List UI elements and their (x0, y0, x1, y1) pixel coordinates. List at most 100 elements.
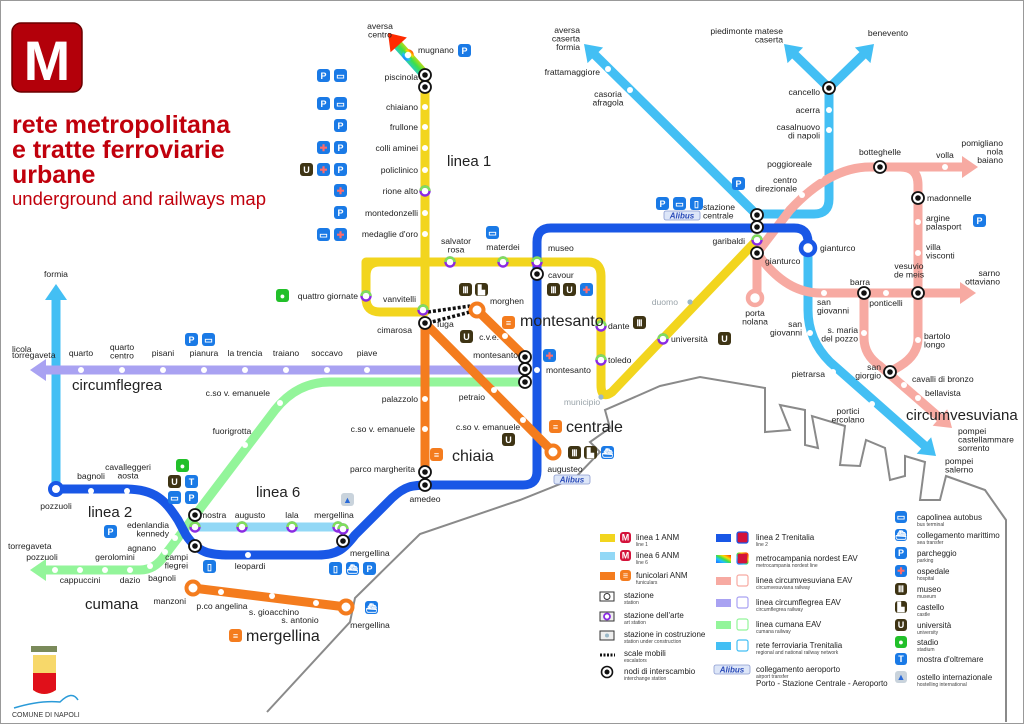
station-circumvesuviana-6[interactable] (915, 250, 921, 256)
station-mergellina-l6[interactable] (337, 523, 349, 535)
station-linea2-6[interactable] (418, 478, 432, 492)
station-linea2-7[interactable] (534, 367, 540, 373)
station-cumana-4[interactable] (147, 563, 153, 569)
station-cumana-0[interactable] (52, 567, 58, 573)
station-trenitalia-5[interactable] (750, 208, 764, 234)
station-funicolari-9[interactable] (422, 426, 428, 432)
station-cumana-3[interactable] (127, 567, 133, 573)
station-linea6-1[interactable] (236, 521, 248, 533)
station-circumflegrea-1[interactable] (119, 367, 125, 373)
station-linea2-5[interactable] (336, 534, 350, 548)
station-linea1-15[interactable] (595, 354, 607, 366)
trenitalia-arrow-formia (45, 284, 67, 300)
station-linea1-12[interactable] (531, 256, 543, 268)
station-circumvesuviana-7[interactable] (911, 286, 925, 300)
station-circumvesuviana-5[interactable] (915, 219, 921, 225)
station-cumana-2[interactable] (102, 567, 108, 573)
station-linea1-4[interactable] (422, 167, 428, 173)
station-linea1-2[interactable] (422, 124, 428, 130)
station-funicolari-12[interactable] (218, 589, 224, 595)
station-circumflegrea-7[interactable] (364, 367, 370, 373)
station-circumflegrea-4[interactable] (242, 367, 248, 373)
station-linea1-5[interactable] (419, 185, 431, 197)
station-funicolari-13[interactable] (269, 593, 275, 599)
station-funicolari-3[interactable] (418, 316, 432, 330)
station-circumvesuviana-11[interactable] (861, 330, 867, 336)
station-linea1-3[interactable] (422, 145, 428, 151)
station-trenitalia-2[interactable] (822, 81, 836, 95)
station-cumana-5[interactable] (162, 549, 168, 555)
station-funicolari-14[interactable] (313, 600, 319, 606)
station-cumana-6[interactable] (172, 535, 178, 541)
station-linea2-2[interactable] (124, 488, 130, 494)
station-montesanto-interchange[interactable] (518, 375, 532, 389)
svg-text:≡: ≡ (623, 570, 628, 580)
legend-swatch (716, 621, 731, 629)
station-circumflegrea-0[interactable] (78, 367, 84, 373)
station-trenitalia-6[interactable] (807, 330, 813, 336)
station-circumvesuviana-2[interactable] (873, 160, 887, 174)
station-funicolari-10[interactable] (418, 465, 432, 479)
station-linea1-18[interactable] (687, 299, 693, 305)
station-circumflegrea-5[interactable] (283, 367, 289, 373)
station-linea1-16[interactable] (598, 394, 604, 400)
station-linea2-1[interactable] (88, 488, 94, 494)
station-trenitalia-0[interactable] (605, 66, 611, 72)
station-trenitalia-4[interactable] (826, 127, 832, 133)
station-circumvesuviana-8[interactable] (857, 286, 871, 300)
station-circumvesuviana-15[interactable] (915, 395, 921, 401)
station-circumvesuviana-0[interactable] (817, 173, 823, 179)
station-cumana-7[interactable] (242, 442, 248, 448)
station-circumflegrea-3[interactable] (201, 367, 207, 373)
station-trenitalia-8[interactable] (869, 401, 875, 407)
station-circumvesuviana-14[interactable] (901, 382, 907, 388)
station-funicolari-0[interactable] (468, 301, 486, 319)
station-trenitalia-7[interactable] (830, 369, 836, 375)
station-linea1-19[interactable] (751, 234, 763, 246)
station-linea1-8[interactable] (417, 304, 429, 316)
station-linea1-11[interactable] (497, 256, 509, 268)
station-linea1-6[interactable] (422, 210, 428, 216)
station-circumvesuviana-3[interactable] (942, 164, 948, 170)
station-label: dazio (120, 575, 141, 585)
station-linea2-3[interactable] (188, 539, 202, 553)
station-linea1-10[interactable] (444, 256, 456, 268)
station-cumana-8[interactable] (277, 400, 283, 406)
station-funicolari-8[interactable] (422, 396, 428, 402)
station-mostra-interchange[interactable] (188, 508, 202, 522)
station-linea1-17[interactable] (657, 333, 669, 345)
station-linea1-13[interactable] (530, 267, 544, 281)
station-circumvesuviana-13[interactable] (883, 365, 897, 379)
station-circumvesuviana-10[interactable] (821, 290, 827, 296)
station-circumvesuviana-9[interactable] (883, 290, 889, 296)
station-cumana-1[interactable] (77, 567, 83, 573)
station-linea1-0[interactable] (418, 68, 432, 94)
station-linea2-8[interactable] (798, 238, 818, 258)
station-linea1-14[interactable] (595, 320, 607, 332)
station-circumvesuviana-17[interactable] (750, 246, 764, 260)
station-circumvesuviana-12[interactable] (915, 337, 921, 343)
station-trenitalia-1[interactable] (627, 87, 633, 93)
station-linea1-7[interactable] (422, 231, 428, 237)
station-circumvesuviana-16[interactable] (745, 288, 765, 308)
station-funicolari-15[interactable] (337, 598, 355, 616)
station-linea2-4[interactable] (245, 552, 251, 558)
metro-logo: M (11, 22, 83, 93)
station-funicolari-1[interactable] (502, 333, 508, 339)
station-circumvesuviana-4[interactable] (911, 191, 925, 205)
station-trenitalia-3[interactable] (826, 107, 832, 113)
station-funicolari-6[interactable] (520, 417, 526, 423)
station-linea1-20[interactable] (402, 49, 414, 61)
station-linea1-9[interactable] (360, 290, 372, 302)
station-linea6-2[interactable] (286, 521, 298, 533)
station-circumflegrea-2[interactable] (160, 367, 166, 373)
station-linea6-0[interactable] (189, 521, 201, 533)
station-funicolari-7[interactable] (544, 443, 562, 461)
station-funicolari-2[interactable] (518, 350, 532, 376)
station-circumflegrea-6[interactable] (324, 367, 330, 373)
station-funicolari-11[interactable] (184, 579, 202, 597)
station-circumvesuviana-1[interactable] (799, 192, 805, 198)
station-funicolari-5[interactable] (491, 387, 497, 393)
station-linea2-0[interactable] (48, 481, 64, 497)
station-linea1-1[interactable] (422, 104, 428, 110)
